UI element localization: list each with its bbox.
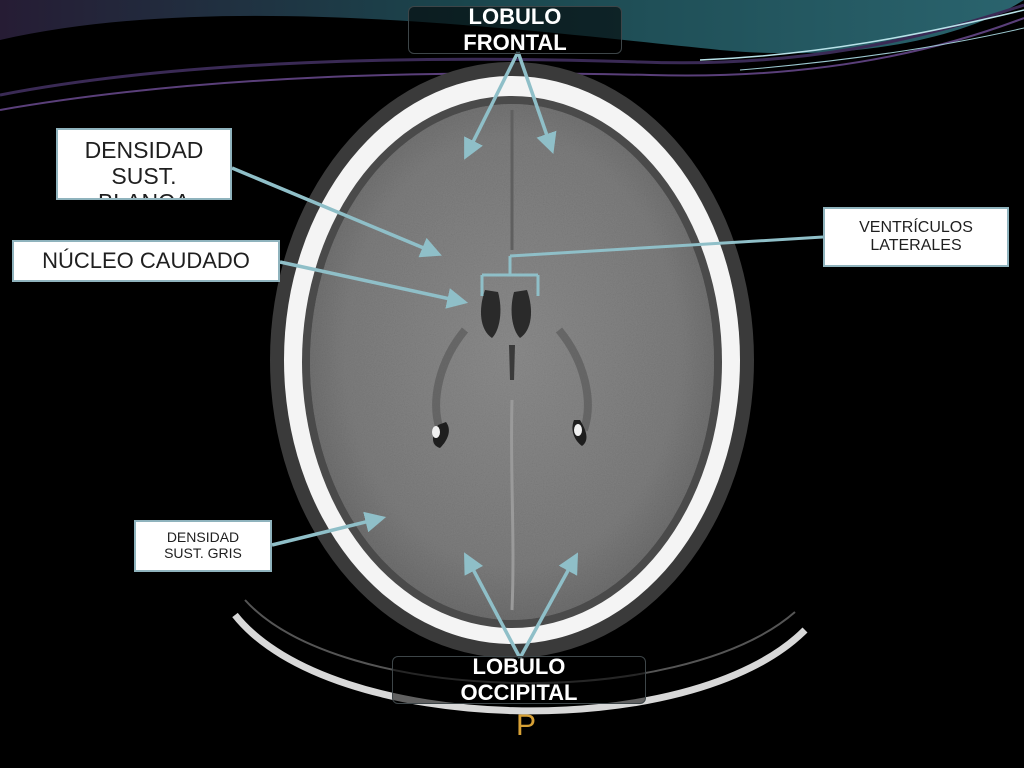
label-lobulo-occipital-text: LOBULO OCCIPITAL [460, 654, 578, 705]
label-ventriculos-laterales: VENTRÍCULOS LATERALES [823, 207, 1009, 267]
label-densidad-sust-gris-text: DENSIDAD SUST. GRIS [164, 529, 242, 561]
arrow-occipital-right [518, 552, 579, 659]
label-lobulo-occipital: LOBULO OCCIPITAL [392, 654, 646, 705]
arrow-sust-blanca [231, 166, 442, 258]
label-ventriculos-laterales-text: VENTRÍCULOS LATERALES [859, 219, 973, 254]
orientation-marker: P [515, 709, 536, 742]
arrow-sust-gris [271, 511, 387, 547]
label-nucleo-caudado: NÚCLEO CAUDADO [12, 240, 280, 282]
arrow-frontal-right [516, 51, 557, 154]
label-densidad-sust-gris: DENSIDAD SUST. GRIS [134, 520, 272, 572]
brain-parenchyma [310, 104, 714, 620]
label-lobulo-frontal-text: LOBULO FRONTAL [463, 4, 567, 55]
annotation-arrows [231, 51, 824, 659]
bracket-ventriculos [480, 235, 824, 296]
label-densidad-sust-blanca-text: DENSIDAD SUST. BLANCA [84, 137, 204, 198]
arrow-caudado [279, 260, 469, 309]
label-densidad-sust-blanca: DENSIDAD SUST. BLANCA [56, 128, 232, 200]
arrow-occipital-left [464, 552, 522, 659]
label-nucleo-caudado-text: NÚCLEO CAUDADO [42, 247, 250, 273]
arrow-frontal-left [464, 51, 520, 160]
label-lobulo-frontal: LOBULO FRONTAL [408, 4, 622, 55]
